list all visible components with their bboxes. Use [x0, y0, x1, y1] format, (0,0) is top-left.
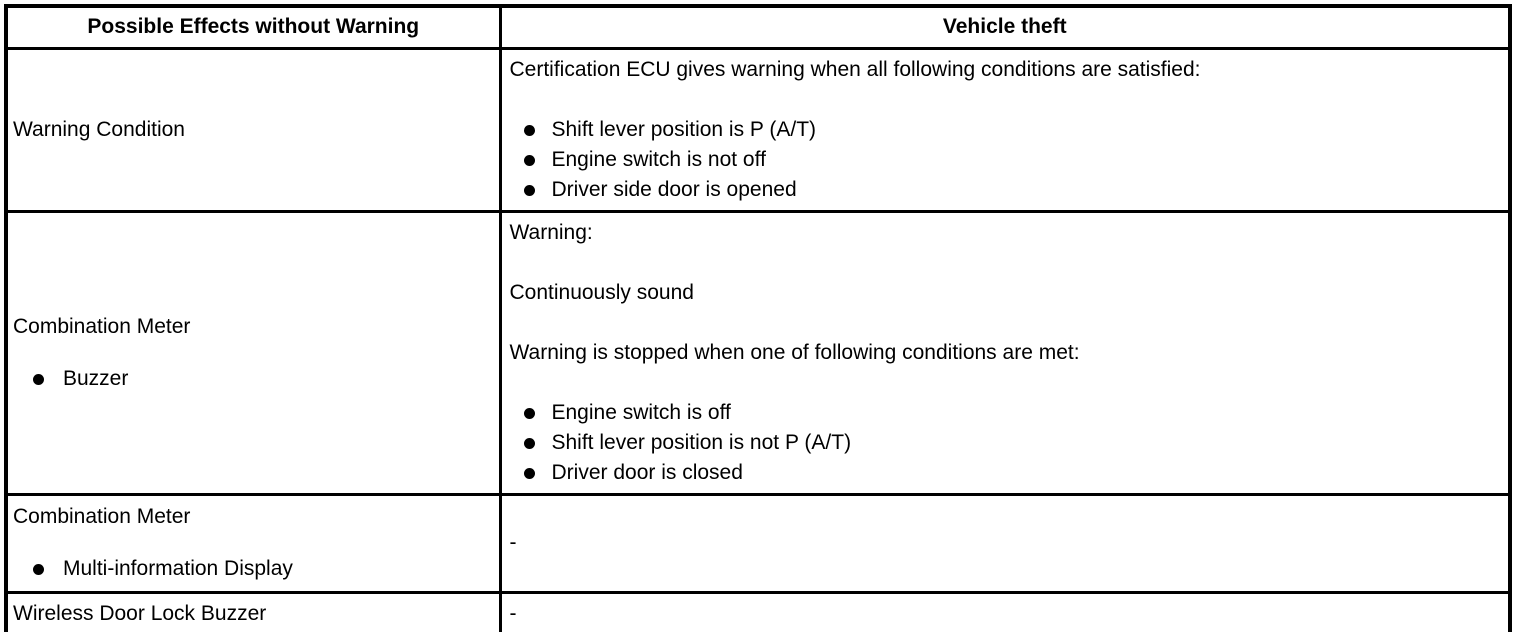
bullet-icon — [33, 373, 44, 385]
table-body: Warning Condition Certification ECU gives… — [4, 46, 1512, 632]
bullet-text: Shift lever position is P (A/T) — [551, 117, 817, 141]
bullet-item: Driver side door is opened — [510, 175, 1499, 205]
bullet-list: Shift lever position is P (A/T) Engine sw… — [510, 115, 1499, 205]
bullet-item: Buzzer — [13, 364, 493, 394]
bullet-text: Driver side door is opened — [551, 177, 797, 201]
table-row: Warning Condition Certification ECU gives… — [4, 46, 1512, 213]
bullet-text: Shift lever position is not P (A/T) — [551, 430, 852, 454]
bullet-item: Multi-information Display — [13, 554, 493, 584]
row-label: Combination Meter — [13, 314, 191, 338]
bullet-text: Engine switch is off — [551, 400, 731, 424]
bullet-icon — [523, 154, 535, 166]
row-value-cell: - — [498, 590, 1512, 632]
table-row: Wireless Door Lock Buzzer - — [4, 590, 1512, 632]
value-paragraph: Warning is stopped when one of following… — [509, 340, 1080, 364]
bullet-icon — [523, 467, 535, 479]
vehicle-theft-warning-table: Possible Effects without Warning Vehicle… — [4, 4, 1512, 632]
bullet-item: Driver door is closed — [510, 458, 1499, 488]
row-value-cell: Certification ECU gives warning when all… — [498, 46, 1512, 213]
row-label: Warning Condition — [13, 117, 185, 141]
value-paragraph: - — [509, 531, 517, 554]
bullet-icon — [33, 564, 44, 575]
bullet-icon — [523, 437, 535, 449]
bullet-text: Engine switch is not off — [551, 147, 766, 171]
table-header-row: Possible Effects without Warning Vehicle… — [4, 4, 1512, 50]
row-label: Wireless Door Lock Buzzer — [13, 601, 267, 625]
bullet-text: Buzzer — [63, 366, 129, 390]
row-label: Combination Meter — [13, 505, 191, 528]
bullet-text: Driver door is closed — [551, 460, 743, 484]
bullet-icon — [523, 407, 535, 419]
header-possible-effects: Possible Effects without Warning — [4, 4, 502, 50]
bullet-item: Shift lever position is not P (A/T) — [510, 428, 1499, 458]
bullet-list: Buzzer — [13, 364, 493, 394]
row-label-cell: Warning Condition — [4, 46, 502, 213]
value-paragraph: Continuously sound — [509, 280, 694, 304]
bullet-item: Engine switch is off — [510, 398, 1499, 428]
bullet-text: Multi-information Display — [63, 557, 293, 580]
row-label-cell: Wireless Door Lock Buzzer — [4, 590, 502, 632]
value-paragraph: Certification ECU gives warning when all… — [509, 57, 1201, 81]
bullet-icon — [523, 124, 535, 136]
bullet-item: Shift lever position is P (A/T) — [510, 115, 1499, 145]
value-paragraph: - — [509, 601, 517, 625]
bullet-item: Engine switch is not off — [510, 145, 1499, 175]
row-value-cell: - — [498, 492, 1512, 594]
bullet-list: Multi-information Display — [13, 554, 493, 584]
bullet-icon — [523, 184, 535, 196]
value-paragraph: Warning: — [509, 220, 593, 244]
header-vehicle-theft: Vehicle theft — [498, 4, 1512, 50]
